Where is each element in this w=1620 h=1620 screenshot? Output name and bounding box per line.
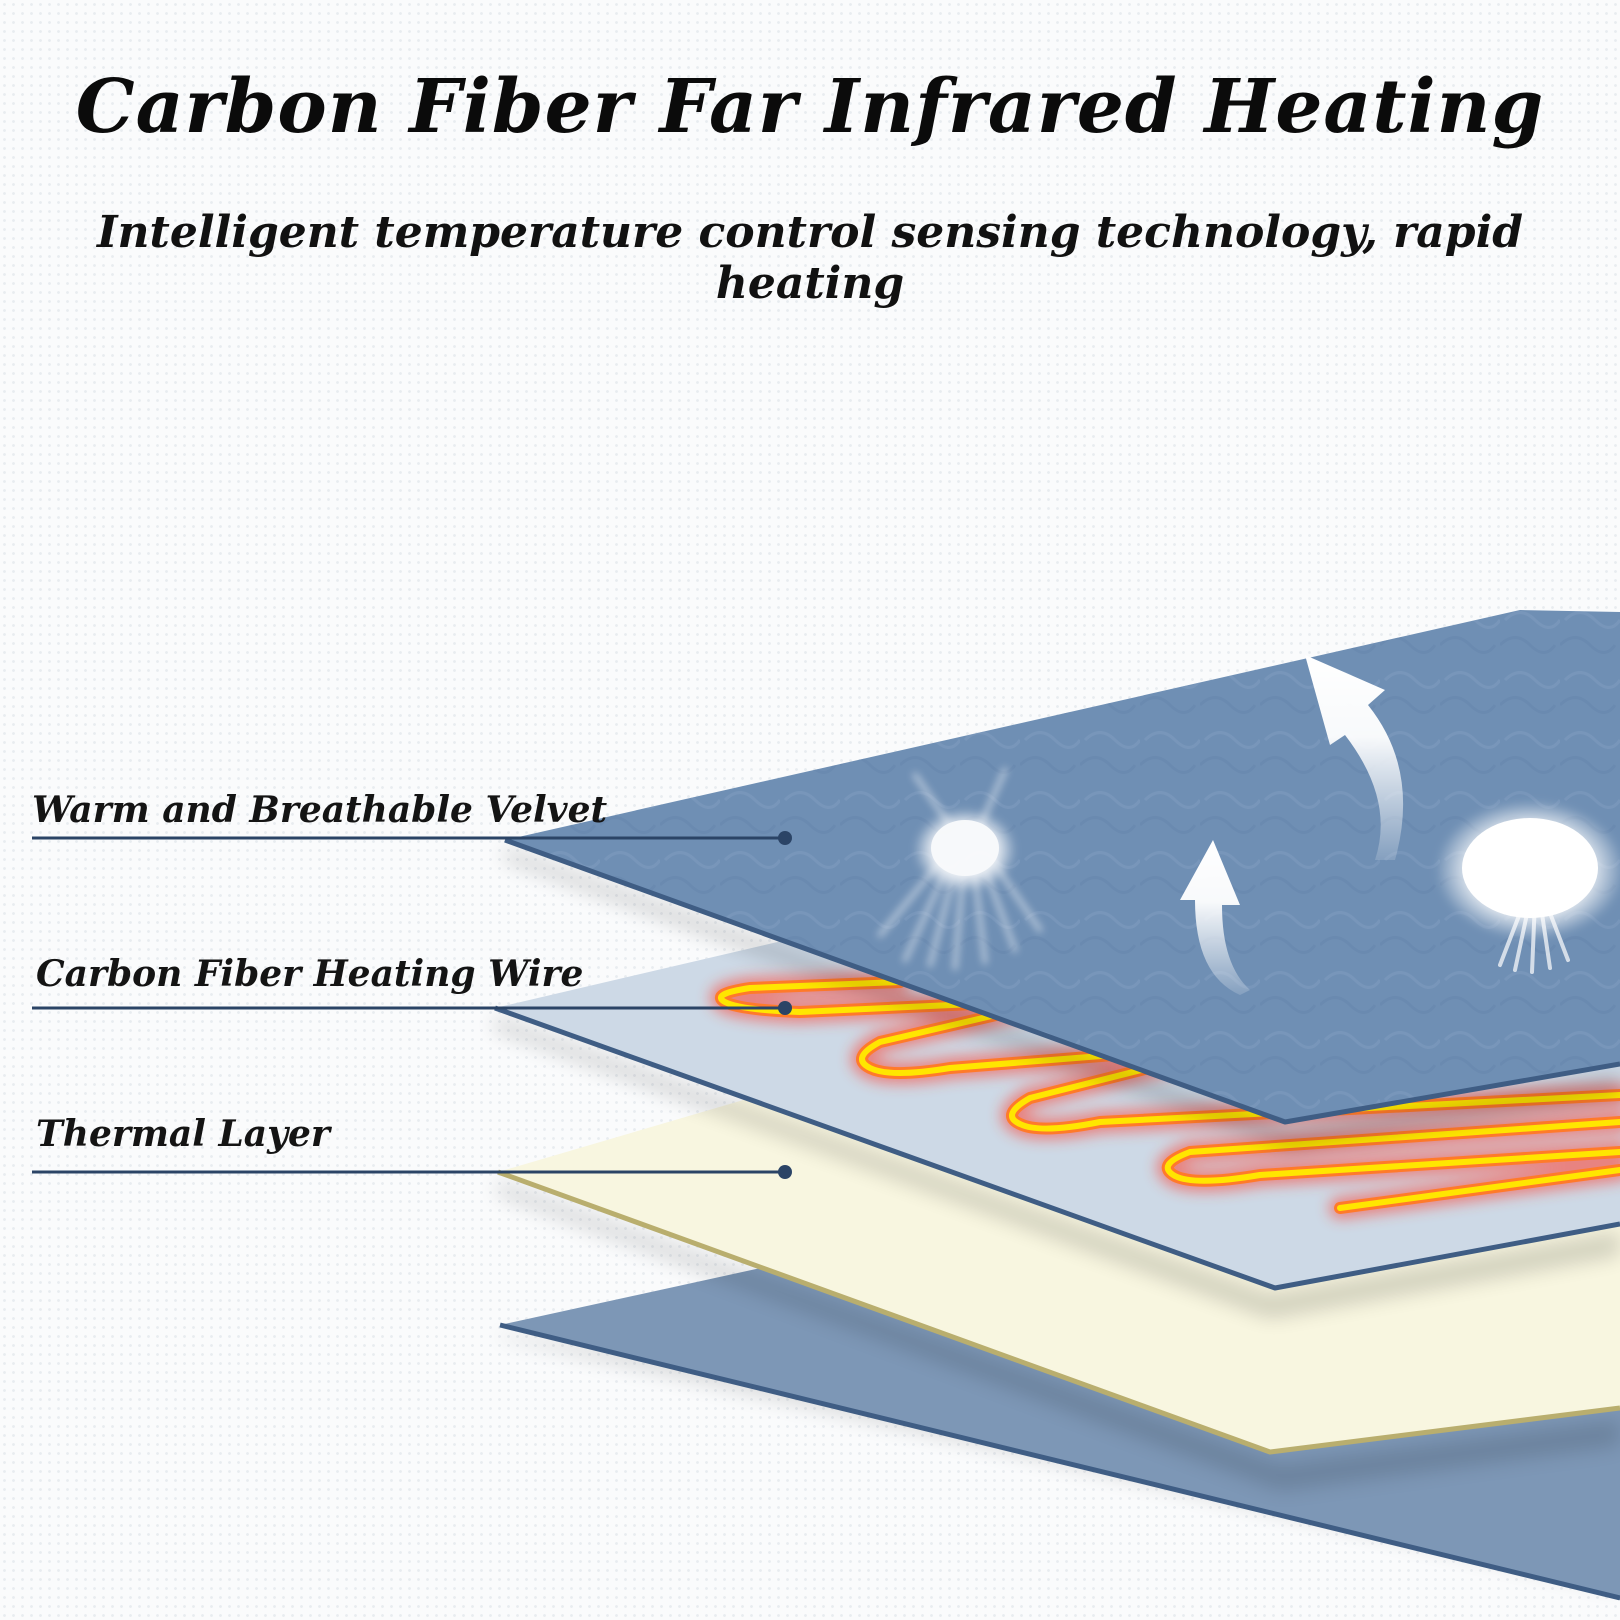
page-subtitle: Intelligent temperature control sensing … xyxy=(96,207,1524,309)
page-title: Carbon Fiber Far Infrared Heating xyxy=(75,64,1545,150)
callout-thermal: Thermal Layer xyxy=(32,1113,792,1179)
callout-velvet: Warm and Breathable Velvet xyxy=(32,789,792,845)
velvet-layer xyxy=(504,610,1620,1150)
fiber-puff-icon xyxy=(1435,800,1620,974)
heating-wire xyxy=(709,971,1620,1219)
callout-heating-wire: Carbon Fiber Heating Wire xyxy=(32,953,792,1015)
heat-arrow-large-icon xyxy=(1305,655,1404,860)
heat-arrow-icon xyxy=(1180,840,1250,995)
fiber-burst-icon xyxy=(877,767,1043,971)
callout-label-heating-wire: Carbon Fiber Heating Wire xyxy=(36,953,583,995)
callout-label-velvet: Warm and Breathable Velvet xyxy=(32,789,607,831)
callout-label-thermal: Thermal Layer xyxy=(36,1113,333,1155)
